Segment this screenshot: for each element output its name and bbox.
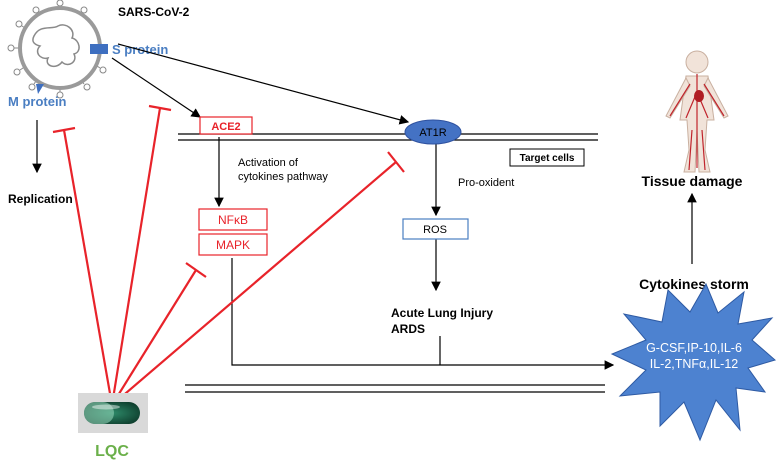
tissue-damage-label: Tissue damage [642, 173, 743, 189]
acute-lung-injury-label: Acute Lung Injury [391, 306, 493, 320]
cell-membrane-upper [178, 133, 598, 141]
target-cells-box [509, 148, 585, 167]
nfkb-label: NFκB [218, 213, 248, 227]
pro-oxident-label: Pro-oxident [458, 177, 514, 189]
at1r-label: AT1R [419, 127, 446, 139]
cytokines-starburst [610, 282, 777, 442]
nfkb-box [198, 208, 268, 231]
ros-label: ROS [423, 224, 447, 236]
s-protein-to-ace2-arrow [111, 57, 201, 118]
m-protein-label: M protein [8, 94, 67, 109]
mapk-label: MAPK [216, 238, 250, 252]
lqc-inhibition-lines [52, 104, 405, 406]
lqc-label: LQC [95, 443, 129, 460]
ace2-label: ACE2 [211, 121, 240, 133]
lqc-capsule-icon [78, 393, 148, 433]
virus-name-label: SARS-CoV-2 [118, 5, 190, 19]
mapk-to-cytokines-arrow [231, 258, 615, 370]
ace2-receptor-box [199, 116, 253, 135]
target-cells-label: Target cells [520, 153, 575, 164]
s-protein-to-at1r-arrow [117, 43, 410, 125]
cell-membrane-lower [185, 384, 605, 393]
human-vascular-system-icon [665, 50, 729, 173]
activation-label-line2: cytokines pathway [238, 171, 328, 183]
cytokines-storm-label: Cytokines storm [639, 276, 749, 292]
ards-label: ARDS [391, 322, 425, 336]
mapk-box [198, 233, 268, 256]
cytokines-line2: IL-2,TNFα,IL-12 [650, 357, 739, 371]
at1r-receptor [404, 119, 462, 145]
replication-label: Replication [8, 192, 73, 206]
sars-cov-2-virus-icon [7, 0, 108, 99]
activation-label-line1: Activation of [238, 157, 299, 169]
ros-box [402, 218, 469, 240]
cytokines-line1: G-CSF,IP-10,IL-6 [646, 341, 742, 355]
